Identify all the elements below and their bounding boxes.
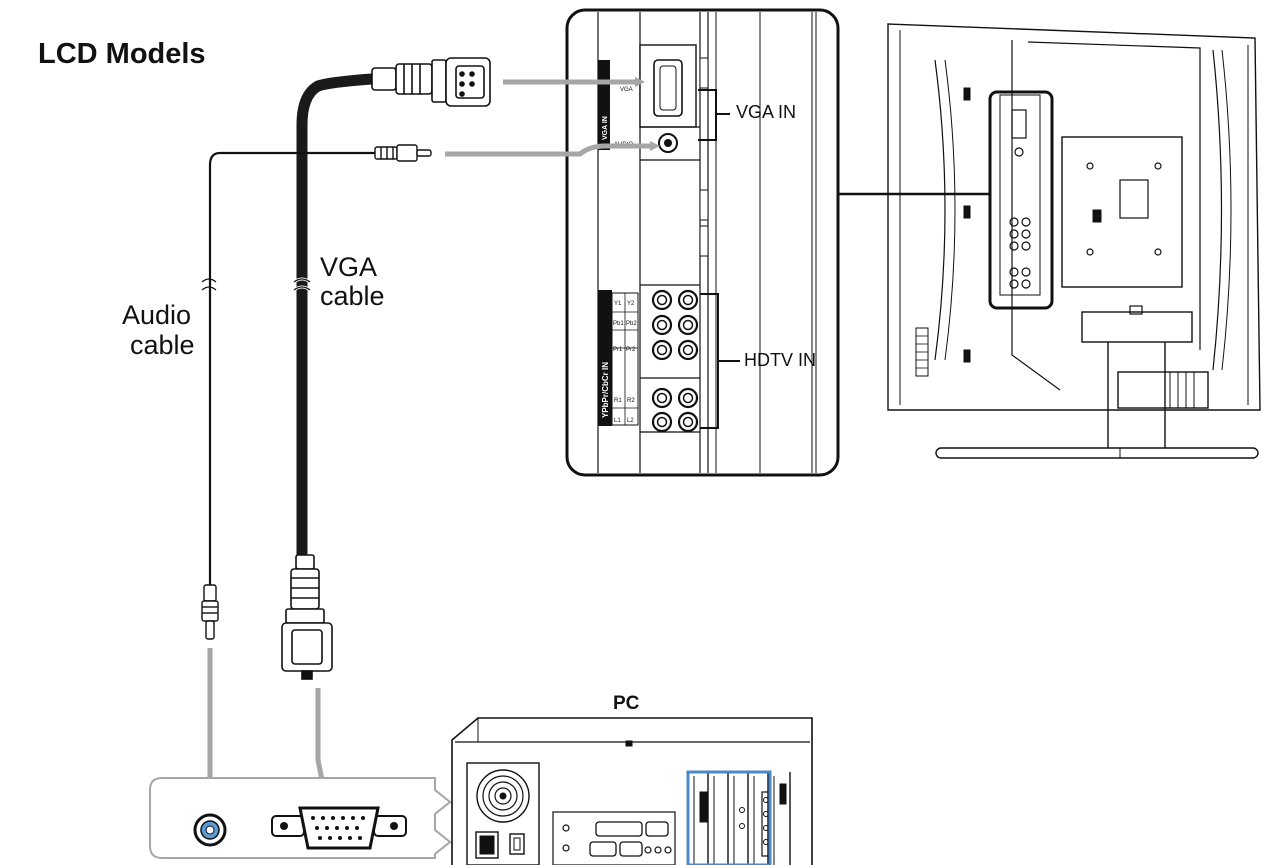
- vga-cable-label-line1: VGA: [320, 252, 378, 282]
- panel-row-pr-2: Pr2: [626, 347, 636, 353]
- panel-row-pb-1: Pb1: [613, 321, 624, 327]
- lcd-tv-rear: [887, 23, 1261, 459]
- hdtv-in-label: HDTV IN: [744, 350, 816, 370]
- pc-rear: [451, 717, 813, 865]
- panel-row-pb-2: Pb2: [626, 321, 637, 327]
- audio-cable-label-line2: cable: [130, 330, 195, 360]
- panel-row-l-1: L1: [614, 418, 621, 424]
- tv-panel-zoom: [565, 8, 840, 477]
- panel-row-pr-1: Pr1: [613, 347, 623, 353]
- audio-cable-label-line1: Audio: [122, 300, 192, 330]
- hdtv-in-bracket: [700, 293, 740, 429]
- audio-cable: [208, 151, 375, 585]
- page-title: LCD Models: [38, 38, 206, 70]
- pc-port-callout: [149, 777, 452, 859]
- panel-row-y-1: Y1: [614, 301, 622, 307]
- panel-component-vertical: YPbPr/CbCr IN: [601, 362, 610, 418]
- vga-connector-bottom: [281, 554, 333, 680]
- panel-row-l-2: L2: [627, 418, 634, 424]
- vga-in-label: VGA IN: [736, 102, 797, 122]
- vga-cable-label-line2: cable: [320, 281, 385, 311]
- tv-port-highlight: [988, 90, 1054, 310]
- panel-vga-in-vertical: VGA IN: [602, 116, 609, 140]
- audio-arrow-top: [445, 141, 660, 157]
- rca-jack-grid: [651, 289, 699, 433]
- vga-connector-top: [371, 57, 491, 107]
- vga-port-pins: [311, 816, 365, 840]
- vga-in-bracket: [698, 89, 730, 141]
- pc-slot-highlight: [686, 770, 772, 865]
- pc-label: PC: [613, 693, 640, 714]
- audio-plug-bottom: [201, 584, 219, 640]
- panel-vga-port-label: VGA: [620, 87, 633, 93]
- vga-cable: [296, 73, 378, 561]
- audio-plug-top: [374, 144, 432, 162]
- panel-row-r-1: R1: [614, 398, 622, 404]
- panel-row-y-2: Y2: [627, 301, 635, 307]
- panel-row-r-2: R2: [627, 398, 635, 404]
